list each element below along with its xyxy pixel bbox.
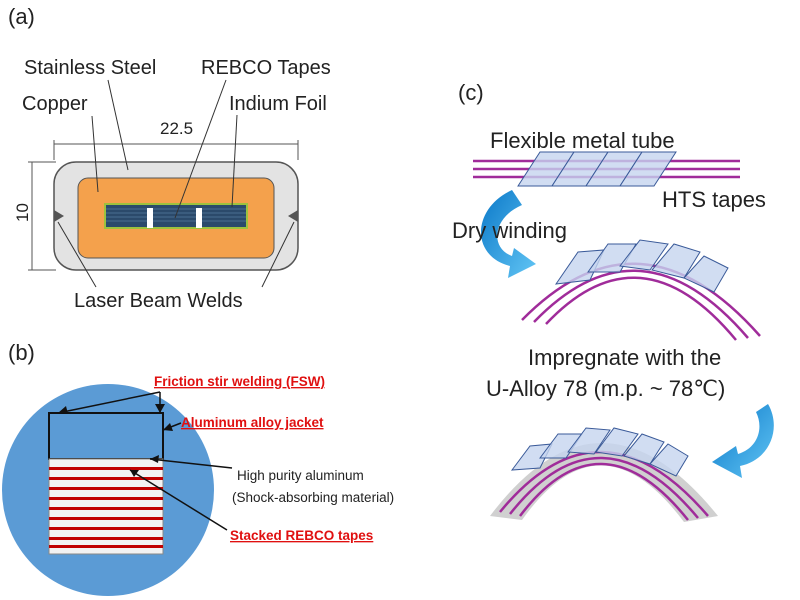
- panel-c-tag: (c): [458, 80, 484, 105]
- label-stacked: Stacked REBCO tapes: [230, 528, 373, 543]
- rebco-tape: [49, 497, 163, 500]
- fsw-channel: [48, 412, 164, 460]
- helical-tapes-impregnated: [510, 427, 689, 477]
- hts-tape: [651, 243, 701, 279]
- label-impregnate-line1: Impregnate with the: [528, 345, 721, 370]
- rebco-tape: [49, 477, 163, 480]
- hts-tape: [567, 427, 611, 455]
- helical-tapes-straight: [517, 151, 677, 187]
- arrow-dry-winding: [480, 190, 536, 278]
- dimension-width: [53, 140, 299, 160]
- rebco-tape-lines: [106, 208, 246, 222]
- hts-tape: [649, 443, 689, 477]
- hts-tape: [595, 427, 639, 457]
- height-label: 10: [13, 203, 32, 222]
- label-laser-welds: Laser Beam Welds: [74, 290, 243, 312]
- label-jacket: Aluminum alloy jacket: [181, 415, 324, 430]
- arrowhead-jacket: [163, 423, 173, 431]
- label-stainless-steel: Stainless Steel: [24, 57, 156, 79]
- label-fsw: Friction stir welding (FSW): [154, 374, 325, 389]
- rebco-tape: [49, 467, 163, 470]
- rebco-tape: [49, 517, 163, 520]
- helical-tapes-bent: [554, 239, 729, 293]
- label-indium-foil: Indium Foil: [229, 93, 327, 115]
- panel-b-tag: (b): [8, 340, 35, 365]
- hts-tape: [623, 433, 665, 465]
- panel-b: (b) Friction stir welding (FSW): [2, 340, 394, 596]
- arrowhead-hpa: [150, 455, 159, 463]
- hts-tape: [619, 239, 669, 271]
- label-copper: Copper: [22, 93, 88, 115]
- label-hts-tapes: HTS tapes: [662, 187, 766, 212]
- hts-tape: [619, 151, 677, 187]
- dimension-height: [28, 161, 56, 271]
- arrowhead-fsw-right: [155, 404, 165, 413]
- label-rebco-tapes: REBCO Tapes: [201, 57, 331, 79]
- width-label: 22.5: [160, 119, 193, 138]
- leader-lines-a: [57, 79, 295, 288]
- rebco-tape: [49, 545, 163, 548]
- label-hpa-line2: (Shock-absorbing material): [232, 490, 394, 505]
- rebco-tape: [49, 537, 163, 540]
- arrow-impregnate: [712, 404, 774, 478]
- label-dry-winding: Dry winding: [452, 218, 567, 243]
- panel-a: (a) 22.5 10: [8, 4, 331, 312]
- stacked-rebco-tapes: [49, 467, 163, 548]
- label-hpa-line1: High purity aluminum: [237, 468, 364, 483]
- arrowhead-stacked: [130, 470, 139, 477]
- rebco-tape: [49, 527, 163, 530]
- leader-lines-b: [57, 391, 233, 531]
- panel-c: (c) Flexible metal tube HTS tapes Dry wi…: [452, 80, 774, 522]
- arrowhead-fsw-left: [58, 406, 68, 414]
- rebco-tape: [49, 487, 163, 490]
- hts-tape: [683, 255, 729, 293]
- label-flexible-tube: Flexible metal tube: [490, 128, 675, 153]
- weld-right: [288, 210, 298, 222]
- panel-a-tag: (a): [8, 4, 35, 29]
- weld-left: [54, 210, 64, 222]
- spacer-left: [147, 208, 153, 228]
- rebco-tape: [49, 507, 163, 510]
- label-impregnate-line2: U-Alloy 78 (m.p. ~ 78℃): [486, 376, 725, 401]
- spacer-right: [196, 208, 202, 228]
